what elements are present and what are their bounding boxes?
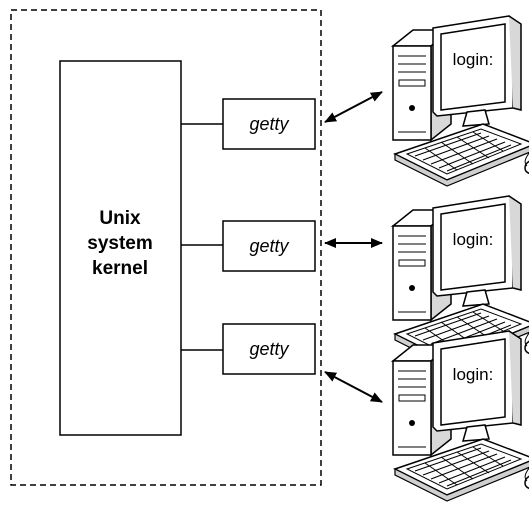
login-prompt-1: login:: [453, 50, 494, 69]
login-prompt-2: login:: [453, 230, 494, 249]
kernel-label-line-2: system: [87, 233, 153, 254]
arrow-3: [324, 371, 383, 403]
kernel-label-line-3: kernel: [92, 258, 148, 279]
arrow-1: [324, 91, 383, 123]
computer-icon: [392, 330, 529, 502]
getty-label-1: getty: [249, 114, 289, 134]
terminal-3: login:: [392, 330, 529, 502]
kernel-label-line-1: Unix: [99, 208, 141, 229]
terminal-2: login:: [392, 195, 529, 367]
kernel-box: Unix system kernel: [59, 60, 182, 436]
login-prompt-3: login:: [453, 365, 494, 384]
getty-label-2: getty: [249, 236, 289, 256]
getty-box-1: getty: [222, 98, 316, 150]
system-boundary: [10, 9, 322, 486]
terminal-1: login:: [392, 15, 529, 187]
getty-box-2: getty: [222, 220, 316, 272]
getty-label-3: getty: [249, 339, 289, 359]
computer-icon: [392, 15, 529, 187]
getty-box-3: getty: [222, 323, 316, 375]
